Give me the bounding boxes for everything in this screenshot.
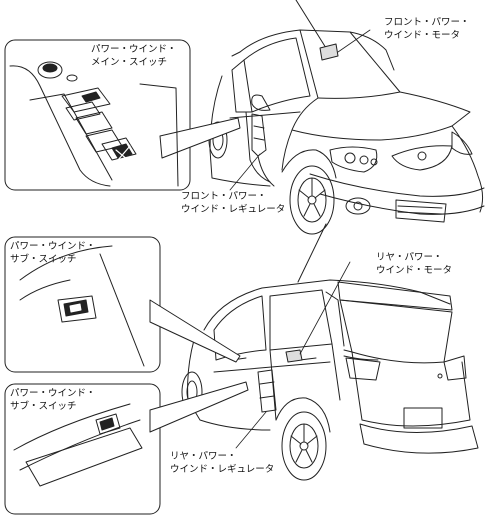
front-window-regulator-label: フロント・パワー・ウインド・レギュレータ (181, 191, 286, 215)
rear-sub-switch-label: パワー・ウインド・サブ・スイッチ (10, 388, 96, 412)
main-switch-callout (4, 39, 241, 191)
rear-sub-switch-callout (4, 381, 249, 515)
front-sub-switch-callout (4, 236, 241, 373)
rear-window-regulator-label: リヤ・パワー・ウインド・レギュレータ (170, 451, 275, 475)
rear-window-motor-label: リヤ・パワー・ウインド・モータ (376, 252, 453, 276)
front-sub-switch-label: パワー・ウインド・サブ・スイッチ (10, 241, 96, 265)
main-switch-label: パワー・ウインド・メイン・スイッチ (91, 44, 177, 68)
front-window-motor-label: フロント・パワー・ウインド・モータ (384, 17, 470, 41)
